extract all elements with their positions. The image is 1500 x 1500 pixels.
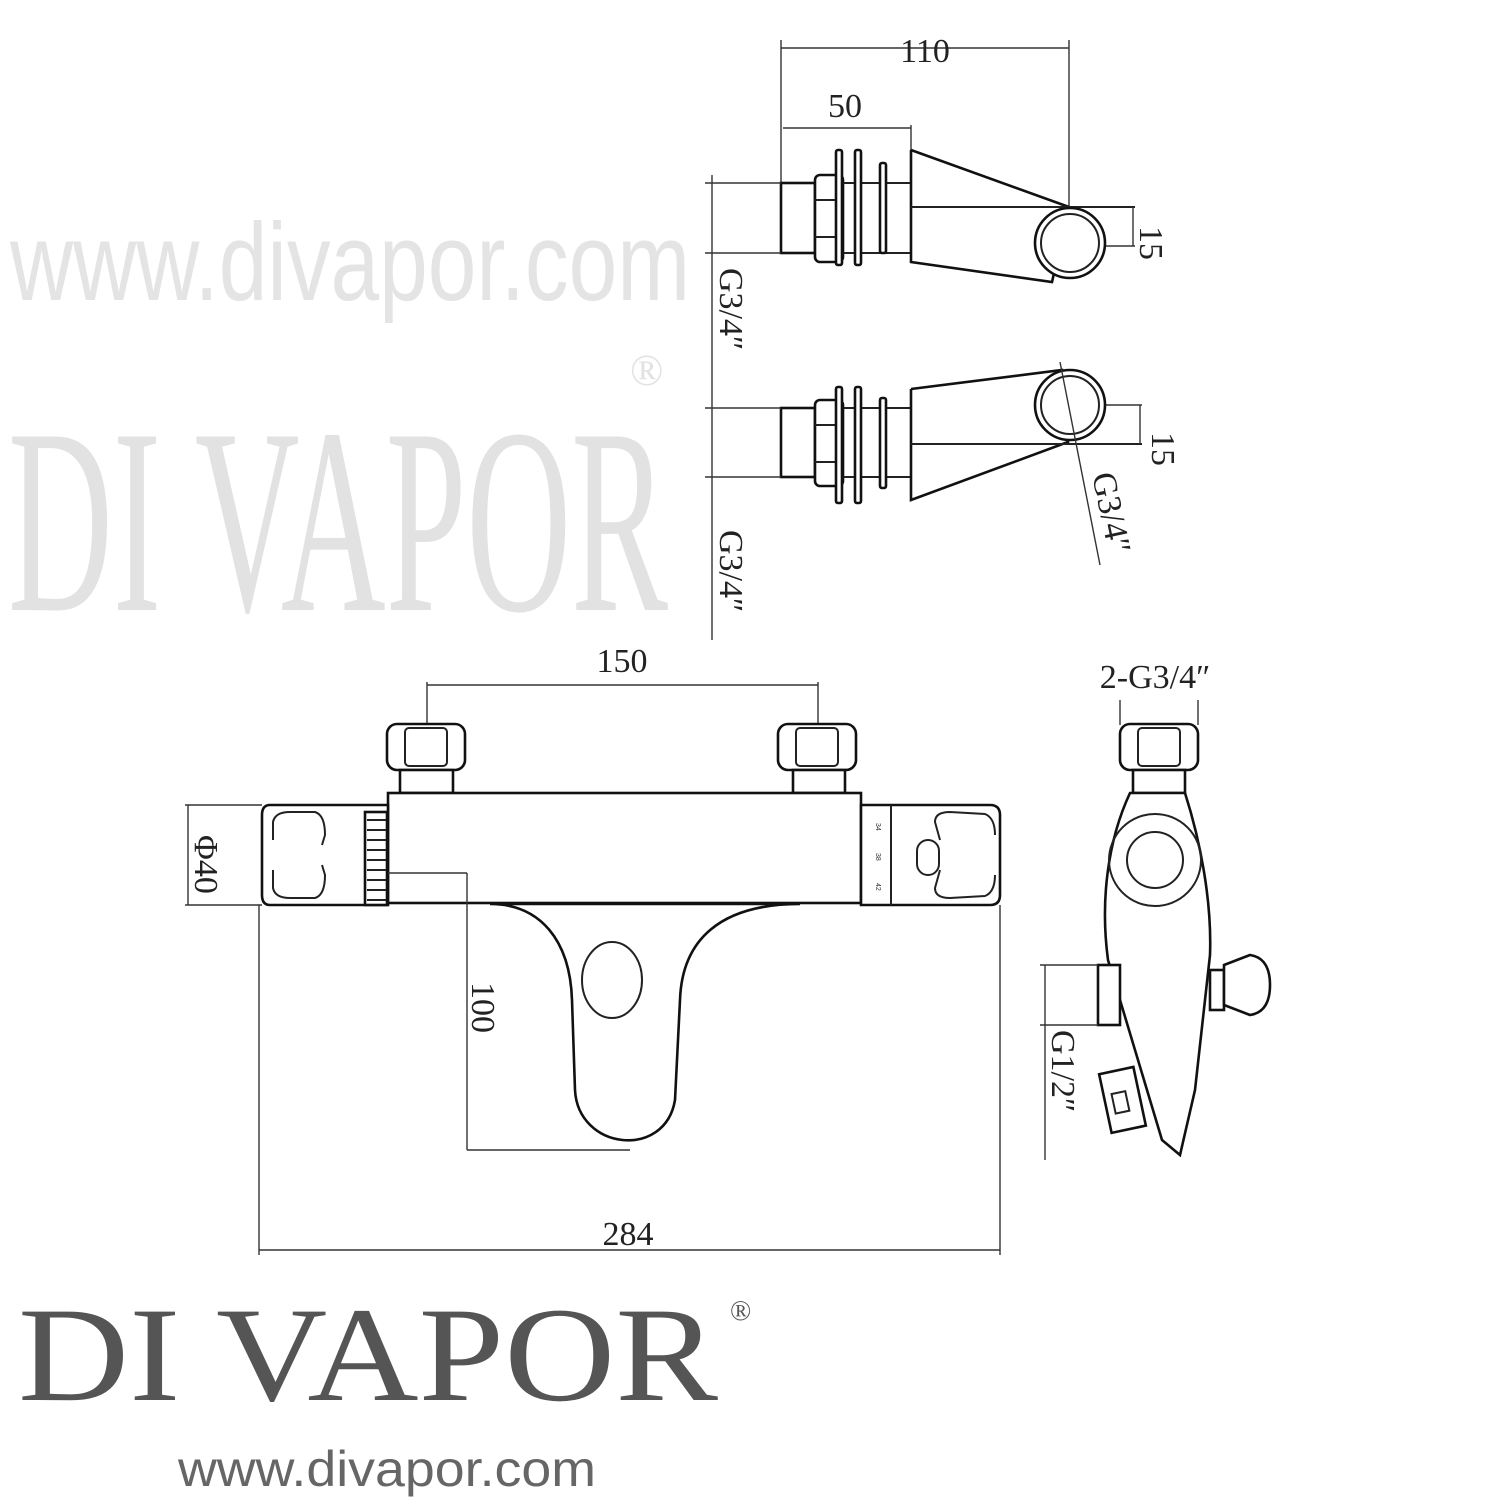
side-view-mixer: 2-G3/4″ G1/2″ <box>1040 659 1272 1160</box>
temp-scale-42: 42 <box>874 883 881 891</box>
watermark-brand: DI VAPOR <box>8 375 669 668</box>
dim-phi40: Φ40 <box>187 835 224 894</box>
dim-g34-top-1: G3/4″ <box>712 268 749 350</box>
logo-url: www.divapor.com <box>177 1441 596 1497</box>
dim-100: 100 <box>464 982 501 1033</box>
dim-15-b: 15 <box>1144 432 1181 466</box>
top-view-outlet-2: 15 G3/4″ G3/4″ <box>705 361 1181 640</box>
front-view-mixer: 150 34 38 42 Φ40 <box>185 643 1002 1255</box>
brand-logo: DI VAPOR ® www.divapor.com <box>18 1281 751 1497</box>
top-view-outlet-1: 110 50 15 G3/4″ <box>705 33 1169 400</box>
temp-scale-38: 38 <box>874 853 881 861</box>
dim-g34-outlet: G3/4″ <box>1084 469 1137 557</box>
dim-2-g34: 2-G3/4″ <box>1100 659 1210 696</box>
dim-g12: G1/2″ <box>1044 1030 1081 1112</box>
temp-scale-34: 34 <box>874 823 881 831</box>
watermark-url: www.divapor.com <box>9 201 690 324</box>
dim-150: 150 <box>597 643 648 680</box>
dim-50: 50 <box>828 88 862 125</box>
watermark: www.divapor.com DI VAPOR ® <box>8 201 690 668</box>
logo-registered: ® <box>730 1296 751 1327</box>
logo-brand: DI VAPOR <box>18 1281 718 1430</box>
handle-grip-lines <box>367 819 386 901</box>
dim-g34-top-2: G3/4″ <box>712 530 749 612</box>
watermark-registered: ® <box>630 346 663 395</box>
dim-15-a: 15 <box>1132 226 1169 260</box>
dim-284: 284 <box>603 1216 654 1253</box>
dim-110: 110 <box>900 33 950 70</box>
